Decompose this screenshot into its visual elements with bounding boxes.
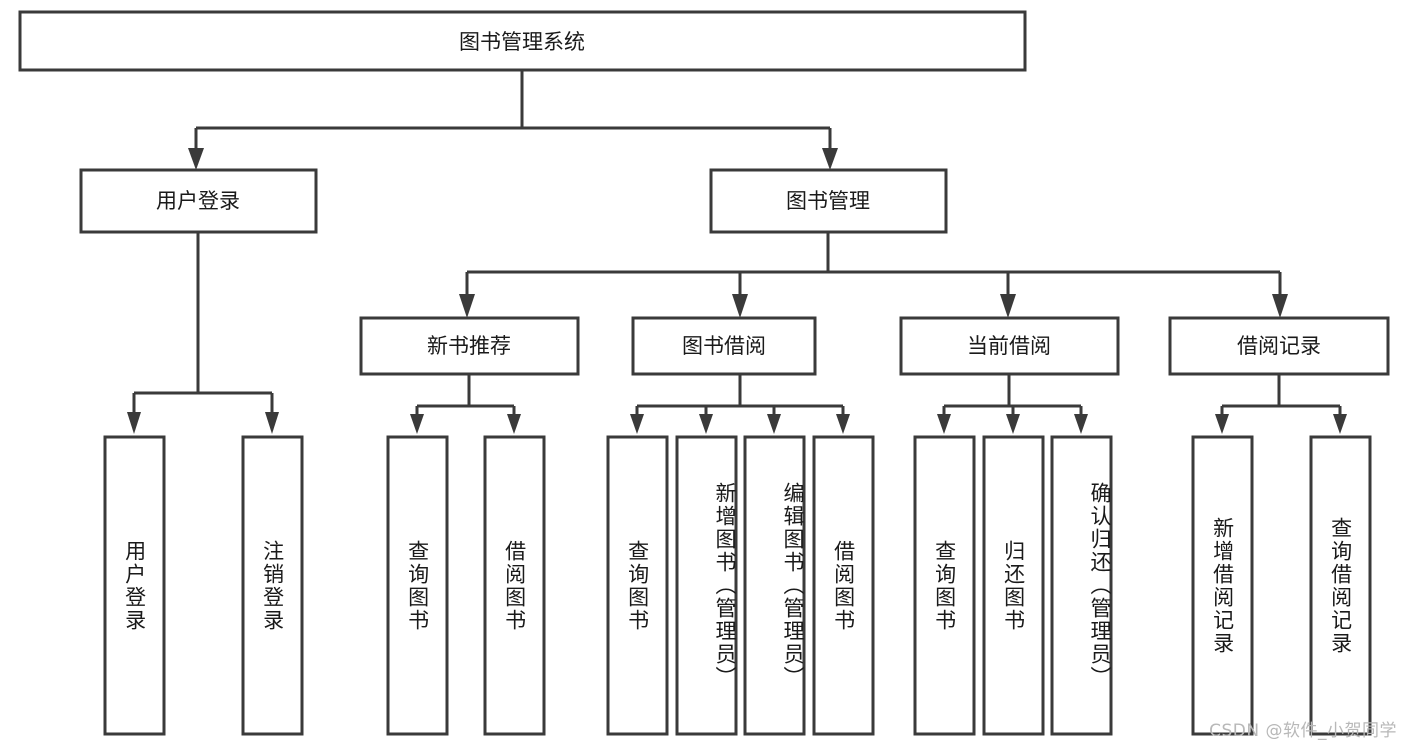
node-current-borrow-box[interactable] xyxy=(899,316,1120,376)
csdn-watermark: CSDN @软件_小贺同学 xyxy=(1209,721,1397,741)
arrowhead-bb-borrow-book xyxy=(836,414,850,434)
arrowhead-bb-query-book xyxy=(630,414,644,434)
node-current-borrow-label: 当前借阅 xyxy=(967,334,1051,358)
node-book-management-label: 图书管理 xyxy=(786,189,870,213)
arrowhead-cb-return-book xyxy=(1006,414,1020,434)
node-borrow-record[interactable]: 借阅记录 xyxy=(1168,316,1390,376)
node-new-book-recommend[interactable]: 新书推荐 xyxy=(359,316,580,376)
node-new-book-recommend-label: 新书推荐 xyxy=(427,334,511,358)
leaf-box-bb-query-book[interactable] xyxy=(606,435,669,736)
node-user-login[interactable]: 用户登录 xyxy=(79,168,318,234)
arrowhead-cb-query-book xyxy=(937,414,951,434)
leaf-box-cb-confirm-return[interactable] xyxy=(1050,435,1113,736)
arrowhead-nbr-query-book xyxy=(410,414,424,434)
leaf-box-bb-add-book[interactable] xyxy=(675,435,738,736)
connectors-book-mgmt-to-level3 xyxy=(459,232,1288,318)
node-root-label: 图书管理系统 xyxy=(459,30,585,54)
leaf-box-bb-borrow-book[interactable] xyxy=(812,435,875,736)
connectors-book-borrow-to-leaves xyxy=(630,374,850,434)
leaf-boxes xyxy=(103,435,1372,736)
node-book-borrow-label: 图书借阅 xyxy=(682,334,766,358)
arrowhead-nbr-borrow-book xyxy=(507,414,521,434)
node-current-borrow[interactable]: 当前借阅 xyxy=(899,316,1120,376)
node-book-management[interactable]: 图书管理 xyxy=(709,168,948,234)
arrowhead-leaf-user-login xyxy=(127,412,141,434)
node-borrow-record-label: 借阅记录 xyxy=(1237,334,1321,358)
arrowhead-br-query-record xyxy=(1333,414,1347,434)
node-user-login-label: 用户登录 xyxy=(156,189,240,213)
leaf-box-nbr-query-book[interactable] xyxy=(386,435,449,736)
node-root-box[interactable] xyxy=(18,10,1027,72)
node-book-management-box[interactable] xyxy=(709,168,948,234)
leaf-box-cb-return-book[interactable] xyxy=(982,435,1045,736)
leaf-box-logout-login[interactable] xyxy=(241,435,304,736)
arrowhead-user-login xyxy=(188,148,204,170)
node-root[interactable]: 图书管理系统 xyxy=(18,10,1027,72)
connectors-user-login-to-leaves xyxy=(127,232,279,434)
node-book-borrow-box[interactable] xyxy=(631,316,817,376)
connectors-borrow-record-to-leaves xyxy=(1215,374,1347,434)
arrowhead-bb-edit-book xyxy=(767,414,781,434)
connectors-new-book-recommend-to-leaves xyxy=(410,374,521,434)
leaf-box-br-add-record[interactable] xyxy=(1191,435,1254,736)
leaf-box-nbr-borrow-book[interactable] xyxy=(483,435,546,736)
node-book-borrow[interactable]: 图书借阅 xyxy=(631,316,817,376)
leaf-box-bb-edit-book[interactable] xyxy=(743,435,806,736)
connectors-root-to-level2 xyxy=(188,70,838,170)
arrowhead-bb-add-book xyxy=(699,414,713,434)
arrowhead-book-mgmt xyxy=(822,148,838,170)
arrowhead-leaf-logout-login xyxy=(265,412,279,434)
leaf-box-cb-query-book[interactable] xyxy=(913,435,976,736)
connectors-current-borrow-to-leaves xyxy=(937,374,1088,434)
node-new-book-recommend-box[interactable] xyxy=(359,316,580,376)
arrowhead-br-add-record xyxy=(1215,414,1229,434)
arrowhead-cb-confirm-return xyxy=(1074,414,1088,434)
leaf-box-user-login[interactable] xyxy=(103,435,166,736)
arrowhead-new-book-rec xyxy=(459,294,475,318)
arrowhead-current-borrow xyxy=(1000,294,1016,318)
node-borrow-record-box[interactable] xyxy=(1168,316,1390,376)
arrowhead-borrow-record xyxy=(1272,294,1288,318)
leaf-box-br-query-record[interactable] xyxy=(1309,435,1372,736)
arrowhead-book-borrow xyxy=(732,294,748,318)
